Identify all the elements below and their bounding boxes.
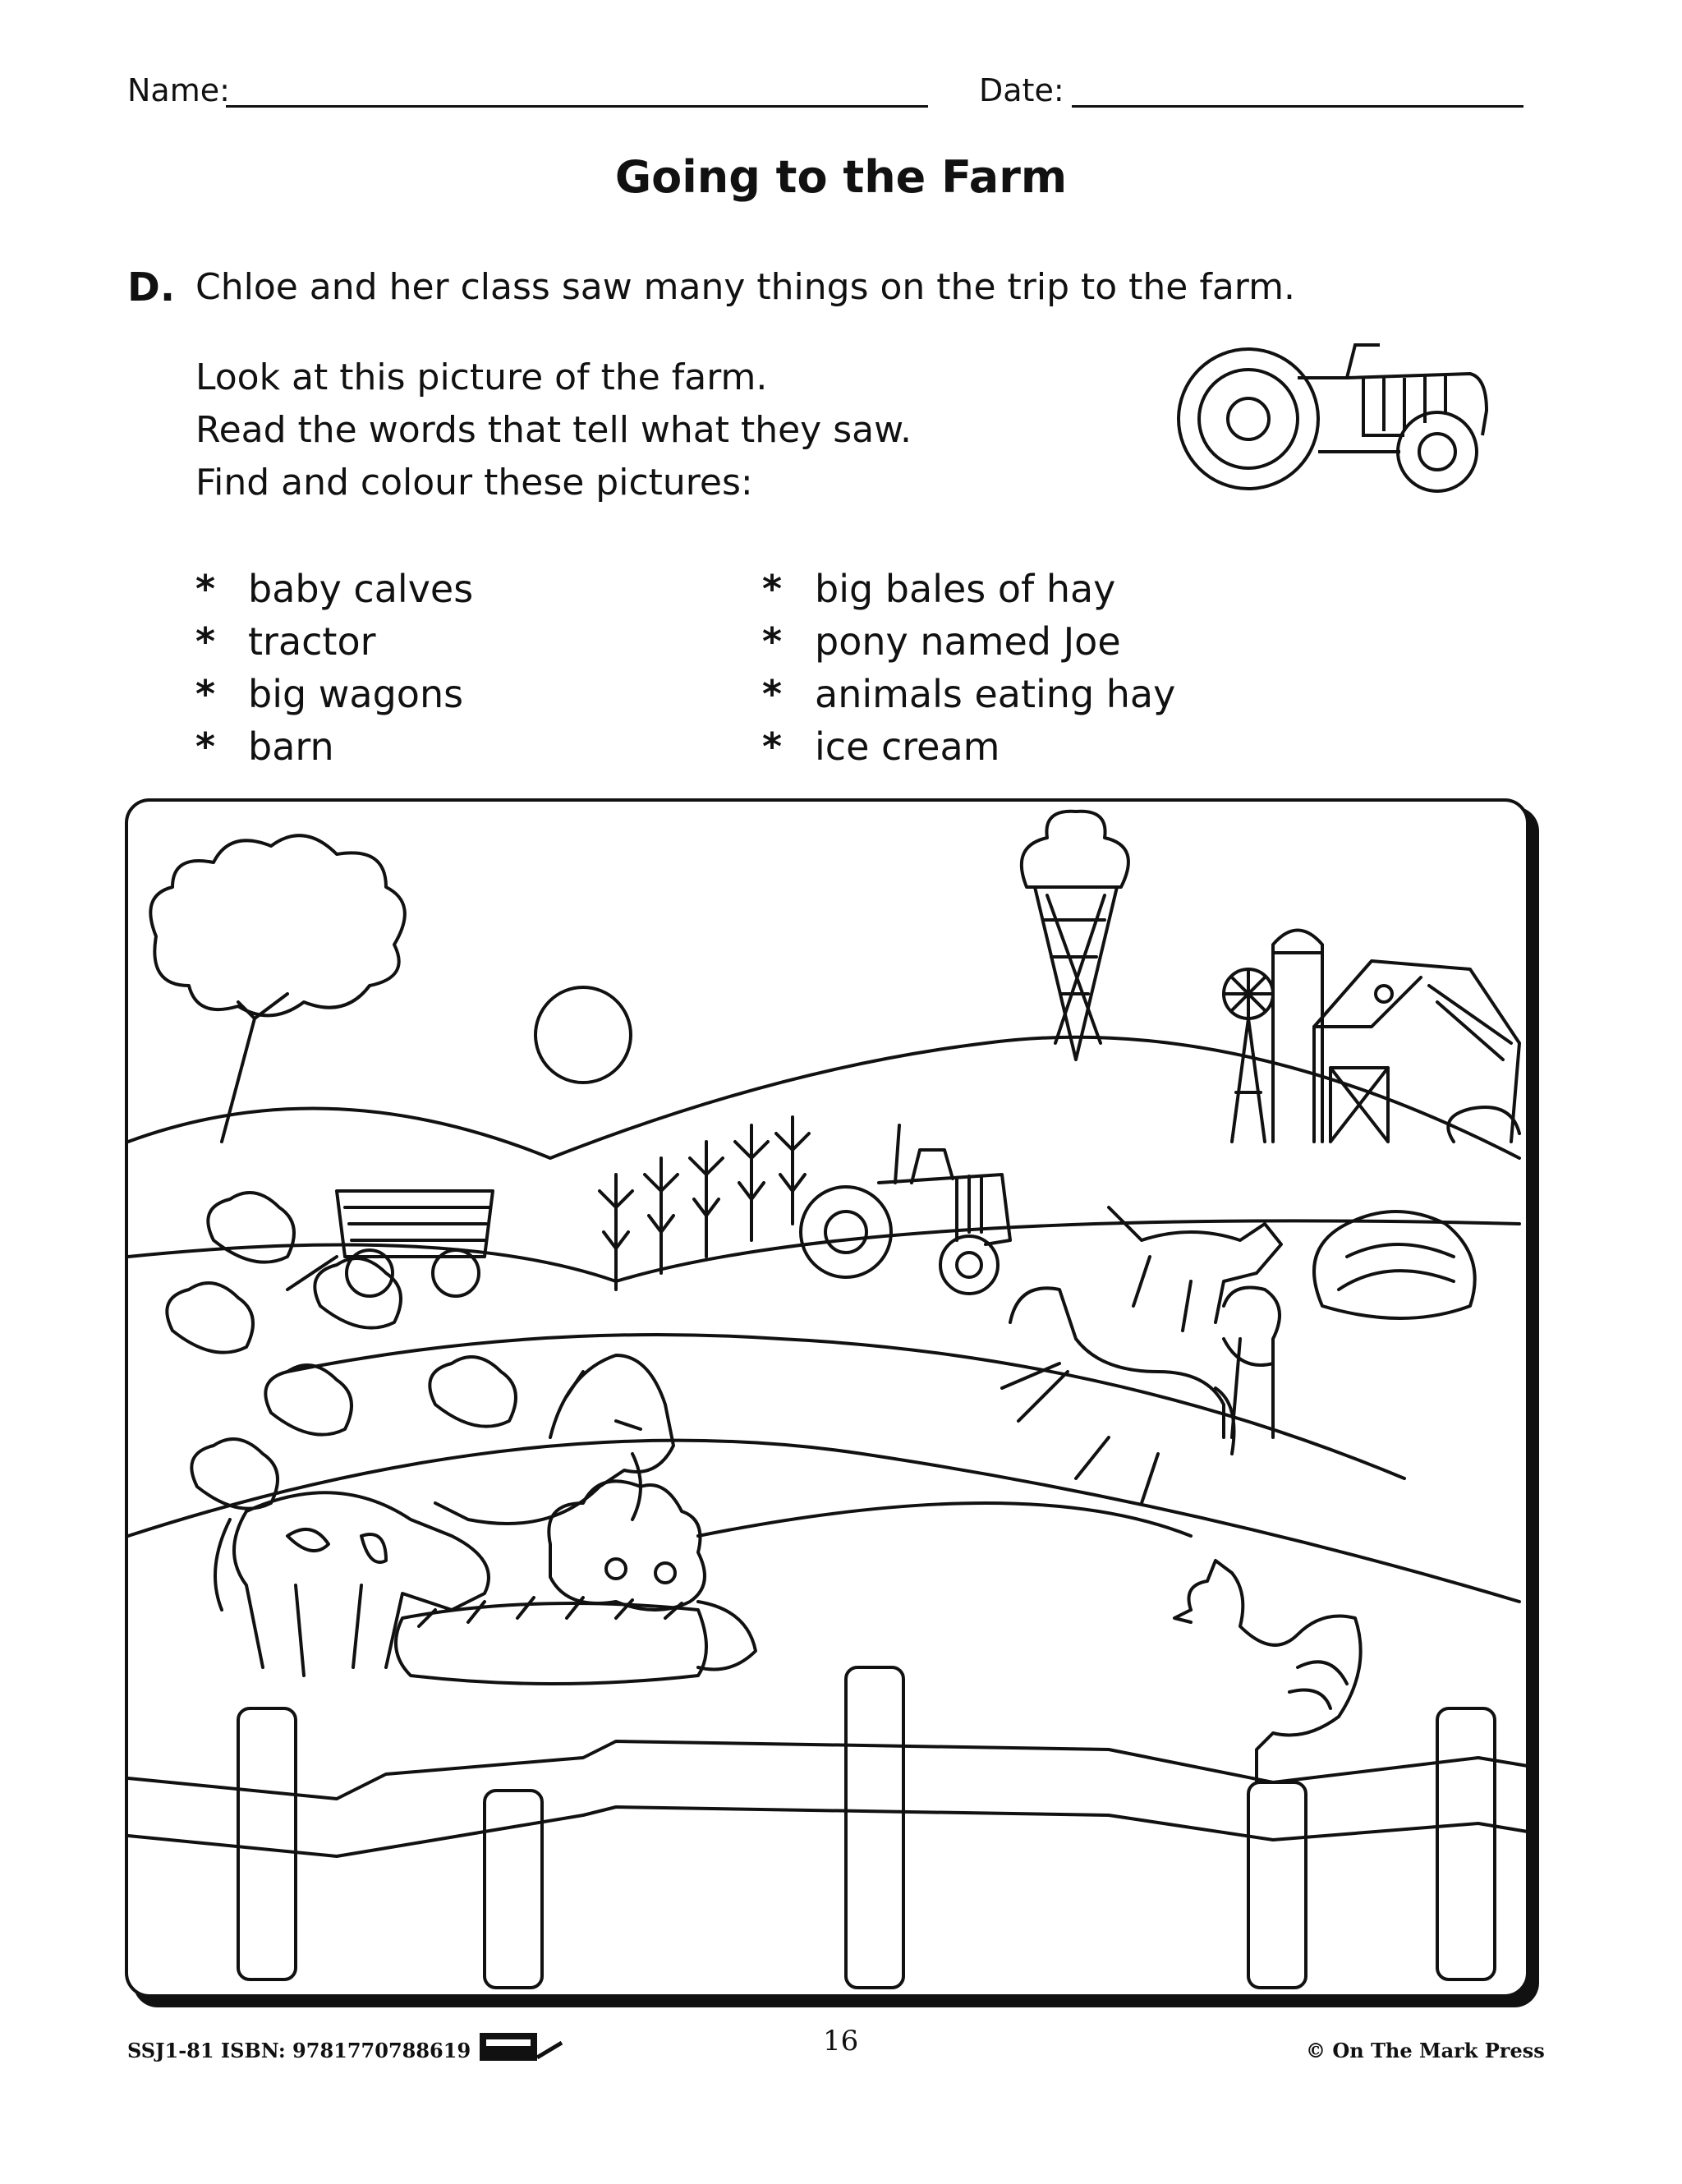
fence-icon	[126, 1666, 1529, 1989]
list-item: *animals eating hay	[762, 672, 1176, 716]
wagon-icon	[286, 1189, 494, 1298]
list-item: *ice cream	[762, 724, 1000, 769]
hay-bale-icon	[165, 1191, 517, 1510]
date-field[interactable]	[1072, 105, 1523, 108]
list-item: *tractor	[195, 619, 376, 664]
name-label: Name:	[127, 72, 230, 108]
hill-line	[126, 1035, 1521, 1160]
date-label: Date:	[979, 72, 1064, 108]
instruction-2: Read the words that tell what they saw.	[195, 409, 912, 451]
list-item: *baby calves	[195, 567, 474, 611]
rooster-icon	[1173, 1559, 1363, 1784]
tree-icon	[149, 834, 407, 1143]
instruction-1: Look at this picture of the farm.	[195, 356, 768, 398]
page-number: 16	[823, 2025, 859, 2058]
corn-icon	[598, 1115, 811, 1291]
list-item: *barn	[195, 724, 334, 769]
footer-copyright: © On The Mark Press	[1306, 2039, 1545, 2062]
hay-bale-icon	[394, 1602, 708, 1685]
tractor-icon	[1177, 343, 1489, 493]
hay-bale-icon	[1312, 1210, 1477, 1320]
sun-icon	[534, 986, 632, 1084]
list-item: *big bales of hay	[762, 567, 1116, 611]
list-item: *big wagons	[195, 672, 464, 716]
barn-icon	[1312, 959, 1521, 1143]
press-logo-icon	[480, 2033, 563, 2061]
calf-icon	[1107, 1206, 1283, 1332]
word-list-left: *baby calves *tractor *big wagons *barn	[195, 563, 473, 773]
hill-line	[696, 1501, 1193, 1538]
silo-icon	[1271, 928, 1324, 1143]
page-title: Going to the Farm	[614, 151, 1068, 203]
pony-icon	[1000, 1286, 1236, 1505]
word-list-right: *big bales of hay *pony named Joe *anima…	[762, 563, 1175, 773]
pig-icon	[547, 1479, 757, 1671]
hill-line	[126, 1219, 1521, 1283]
footer-code: SSJ1-81 ISBN: 9781770788619	[127, 2039, 471, 2062]
section-prompt: Chloe and her class saw many things on t…	[195, 266, 1295, 308]
cow-icon	[214, 1491, 490, 1677]
list-item: *pony named Joe	[762, 619, 1121, 664]
farm-picture[interactable]	[123, 797, 1544, 2012]
section-letter: D.	[127, 264, 176, 310]
tractor-icon	[799, 1124, 1012, 1295]
ice-cream-icon	[1019, 809, 1130, 1061]
hill-line	[126, 1438, 1521, 1603]
instruction-3: Find and colour these pictures:	[195, 462, 753, 503]
name-field[interactable]	[226, 105, 928, 108]
